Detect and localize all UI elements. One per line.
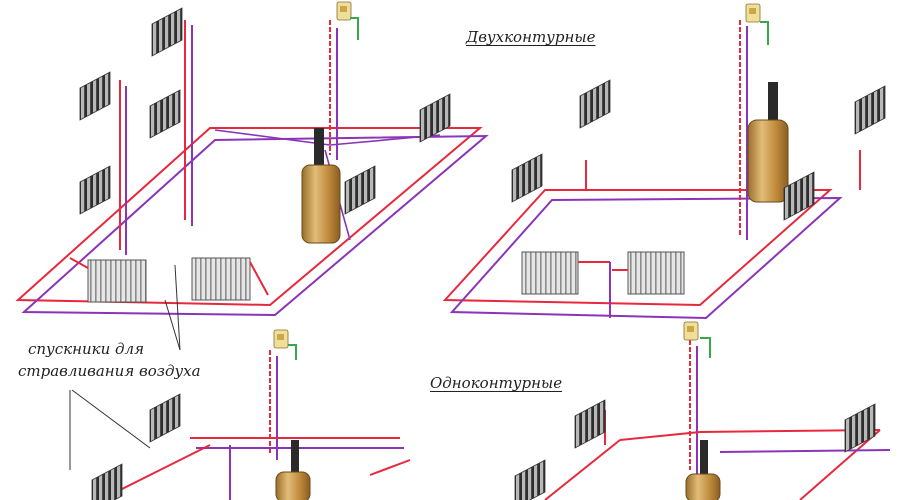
scheme-two-circuit-right: [442, 3, 886, 320]
scheme-one-circuit-right: [514, 321, 891, 500]
air-vent-leader-lines: [69, 264, 181, 470]
air-vent-note-line1: спускники для: [28, 340, 145, 358]
section-label-two-circuit: Двухконтурные: [466, 28, 596, 46]
air-vent-note-line2: стравливания воздуха: [18, 362, 201, 380]
scheme-one-circuit-left: [91, 329, 411, 500]
section-label-one-circuit: Одноконтурные: [430, 374, 563, 392]
scheme-two-circuit-left: [15, 1, 489, 317]
